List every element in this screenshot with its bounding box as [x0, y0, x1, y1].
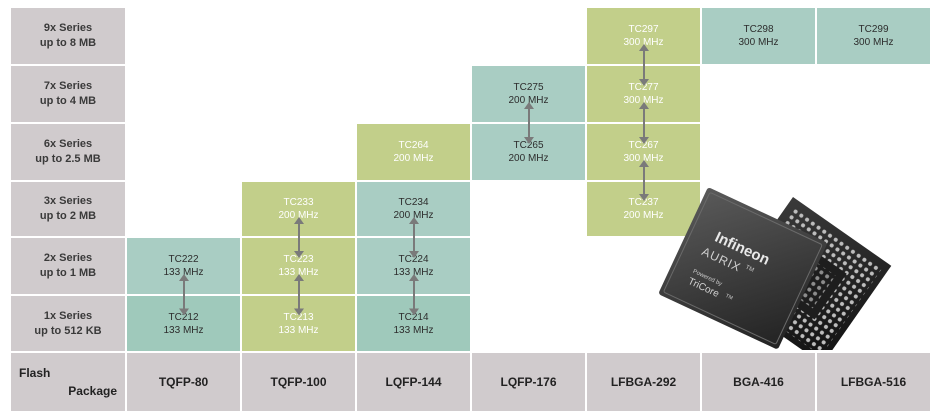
corner-header: Flash Package [11, 353, 125, 411]
product-name: TC234 [398, 197, 429, 208]
product-name: TC212 [168, 311, 199, 323]
product-frequency: 200 MHz [278, 210, 319, 221]
product-frequency: 133 MHz [163, 267, 204, 278]
product-frequency: 200 MHz [393, 153, 434, 164]
chip-image: Infineon AURIX TM Powered by TriCore TM [659, 187, 892, 350]
product-name: TC233 [283, 197, 314, 208]
product-name: TC298 [743, 24, 774, 35]
product-name: TC264 [398, 140, 429, 151]
series-row-label: 6x Series up to 2.5 MB [11, 124, 125, 180]
product-frequency: 300 MHz [738, 37, 779, 48]
flash-size: up to 4 MB [39, 95, 97, 107]
product-name: TC275 [513, 82, 544, 93]
product-cell: TC299 300 MHz [817, 8, 930, 64]
series-name: 2x Series [43, 252, 93, 264]
package-label: BGA-416 [702, 353, 815, 411]
flash-axis-label: Flash [19, 366, 51, 380]
product-frequency: 133 MHz [393, 267, 434, 278]
product-frequency: 200 MHz [623, 210, 664, 221]
upgrade-arrow [638, 102, 649, 144]
product-name: TC213 [283, 311, 314, 323]
product-frequency: 133 MHz [163, 324, 204, 336]
product-name: TC214 [398, 311, 429, 323]
package-label: TQFP-100 [242, 353, 355, 411]
product-name: TC265 [513, 140, 544, 151]
package-axis-label: Package [68, 384, 117, 398]
package-label: LQFP-144 [357, 353, 470, 411]
product-frequency: 300 MHz [623, 95, 664, 106]
product-name: TC222 [168, 254, 199, 265]
series-row-label: 9x Series up to 8 MB [11, 8, 125, 64]
product-name: TC297 [628, 24, 659, 35]
series-row-label: 3x Series up to 2 MB [11, 182, 125, 236]
product-name: TC267 [628, 140, 659, 151]
package-label: TQFP-80 [127, 353, 240, 411]
upgrade-arrow [293, 274, 304, 316]
aurix-chip-front [659, 187, 827, 349]
product-frequency: 200 MHz [393, 210, 434, 221]
product-cell: TC275 200 MHz [472, 66, 585, 122]
series-row-label: 7x Series up to 4 MB [11, 66, 125, 122]
upgrade-arrow [178, 274, 189, 316]
flash-size: up to 8 MB [39, 37, 97, 49]
product-name: TC237 [628, 197, 659, 208]
upgrade-arrow [293, 217, 304, 258]
product-frequency: 200 MHz [508, 153, 549, 164]
package-label: LQFP-176 [472, 353, 585, 411]
series-name: 7x Series [43, 80, 93, 92]
product-name: TC224 [398, 254, 429, 265]
series-name: 6x Series [43, 138, 93, 150]
series-row-label: 1x Series up to 512 KB [11, 296, 125, 351]
upgrade-arrow [638, 160, 649, 201]
upgrade-arrow [408, 217, 419, 258]
product-frequency: 200 MHz [508, 95, 549, 106]
flash-size: up to 1 MB [39, 267, 97, 279]
series-name: 1x Series [43, 309, 93, 322]
product-cell: TC264 200 MHz [357, 124, 470, 180]
series-name: 3x Series [43, 195, 93, 207]
product-name: TC299 [858, 24, 889, 35]
product-frequency: 133 MHz [278, 267, 319, 278]
product-frequency: 300 MHz [623, 153, 664, 164]
upgrade-arrow [638, 44, 649, 86]
product-frequency: 133 MHz [393, 324, 434, 336]
upgrade-arrow [523, 102, 534, 144]
product-name: TC277 [628, 82, 659, 93]
product-frequency: 133 MHz [278, 324, 319, 336]
package-label: LFBGA-292 [587, 353, 700, 411]
product-cell: TC298 300 MHz [702, 8, 815, 64]
flash-size: up to 2.5 MB [35, 153, 101, 165]
series-row-label: 2x Series up to 1 MB [11, 238, 125, 294]
chip-product-tm: TM [744, 265, 754, 274]
product-frequency: 300 MHz [853, 37, 894, 48]
flash-size: up to 2 MB [39, 210, 97, 222]
upgrade-arrow [408, 274, 419, 316]
product-frequency: 300 MHz [623, 37, 664, 48]
flash-size: up to 512 KB [34, 324, 102, 337]
chip-core-tm: TM [724, 293, 733, 301]
product-name: TC223 [283, 254, 314, 265]
series-name: 9x Series [43, 22, 93, 34]
package-label: LFBGA-516 [817, 353, 930, 411]
